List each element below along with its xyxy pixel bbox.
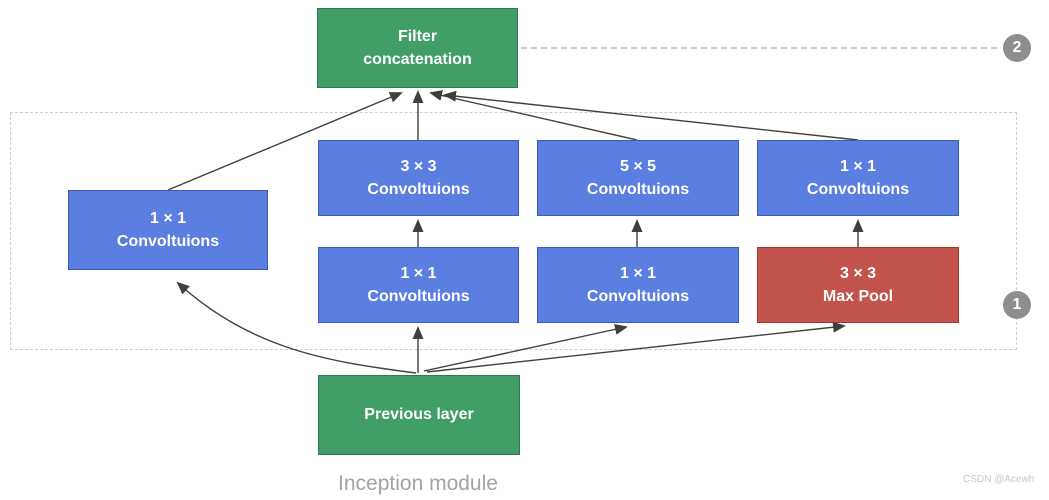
conv-5x5-box: 5 × 5 Convoltuions xyxy=(537,140,739,216)
arrow-conv1x1-left-to-concat xyxy=(167,92,403,191)
conv-3x3-box: 3 × 3 Convoltuions xyxy=(318,140,519,216)
badge-2: 2 xyxy=(1003,34,1031,62)
conv-1x1-right-label-line1: 1 × 1 xyxy=(839,157,877,175)
max-pool-label-line1: 3 × 3 xyxy=(839,264,877,282)
diagram-caption: Inception module xyxy=(338,472,498,495)
filter-concatenation-box: Filter concatenation xyxy=(317,8,518,88)
conv-1x1-left-box: 1 × 1 Convoltuions xyxy=(68,190,268,270)
conv-1x1-mid-right-box: 1 × 1 Convoltuions xyxy=(537,247,739,323)
filter-concatenation-label-line1: Filter xyxy=(397,27,438,45)
conv-1x1-left-label-line1: 1 × 1 xyxy=(149,209,187,227)
badge-1: 1 xyxy=(1003,291,1031,319)
conv-1x1-mid-left-label-line1: 1 × 1 xyxy=(400,264,437,282)
conv-1x1-left-label-line2: Convoltuions xyxy=(116,233,220,250)
arrow-previous-to-conv1x1-left xyxy=(176,281,417,374)
arrow-previous-to-mid-right xyxy=(423,323,628,372)
watermark-text: CSDN @Acewh xyxy=(963,474,1035,485)
max-pool-box: 3 × 3 Max Pool xyxy=(757,247,959,323)
conv-5x5-label-line1: 5 × 5 xyxy=(619,157,657,175)
conv-1x1-mid-left-box: 1 × 1 Convoltuions xyxy=(318,247,519,323)
conv-1x1-mid-left-label-line2: Convoltuions xyxy=(367,288,470,305)
arrow-conv1x1-right-to-concat xyxy=(443,90,859,141)
filter-concatenation-label-line2: concatenation xyxy=(363,51,472,68)
conv-1x1-mid-right-label-line1: 1 × 1 xyxy=(619,264,657,282)
previous-layer-box: Previous layer xyxy=(318,375,520,455)
conv-3x3-label-line1: 3 × 3 xyxy=(400,157,437,175)
previous-layer-label: Previous layer xyxy=(364,406,474,424)
conv-1x1-mid-right-label-line2: Convoltuions xyxy=(586,288,690,305)
max-pool-label-line2: Max Pool xyxy=(822,288,894,305)
conv-5x5-label-line2: Convoltuions xyxy=(586,181,690,198)
conv-3x3-label-line2: Convoltuions xyxy=(367,181,470,198)
arrow-conv5x5-to-concat xyxy=(429,90,638,141)
arrow-previous-to-maxpool xyxy=(426,321,846,373)
conv-1x1-right-label-line2: Convoltuions xyxy=(806,181,910,198)
conv-1x1-right-box: 1 × 1 Convoltuions xyxy=(757,140,959,216)
